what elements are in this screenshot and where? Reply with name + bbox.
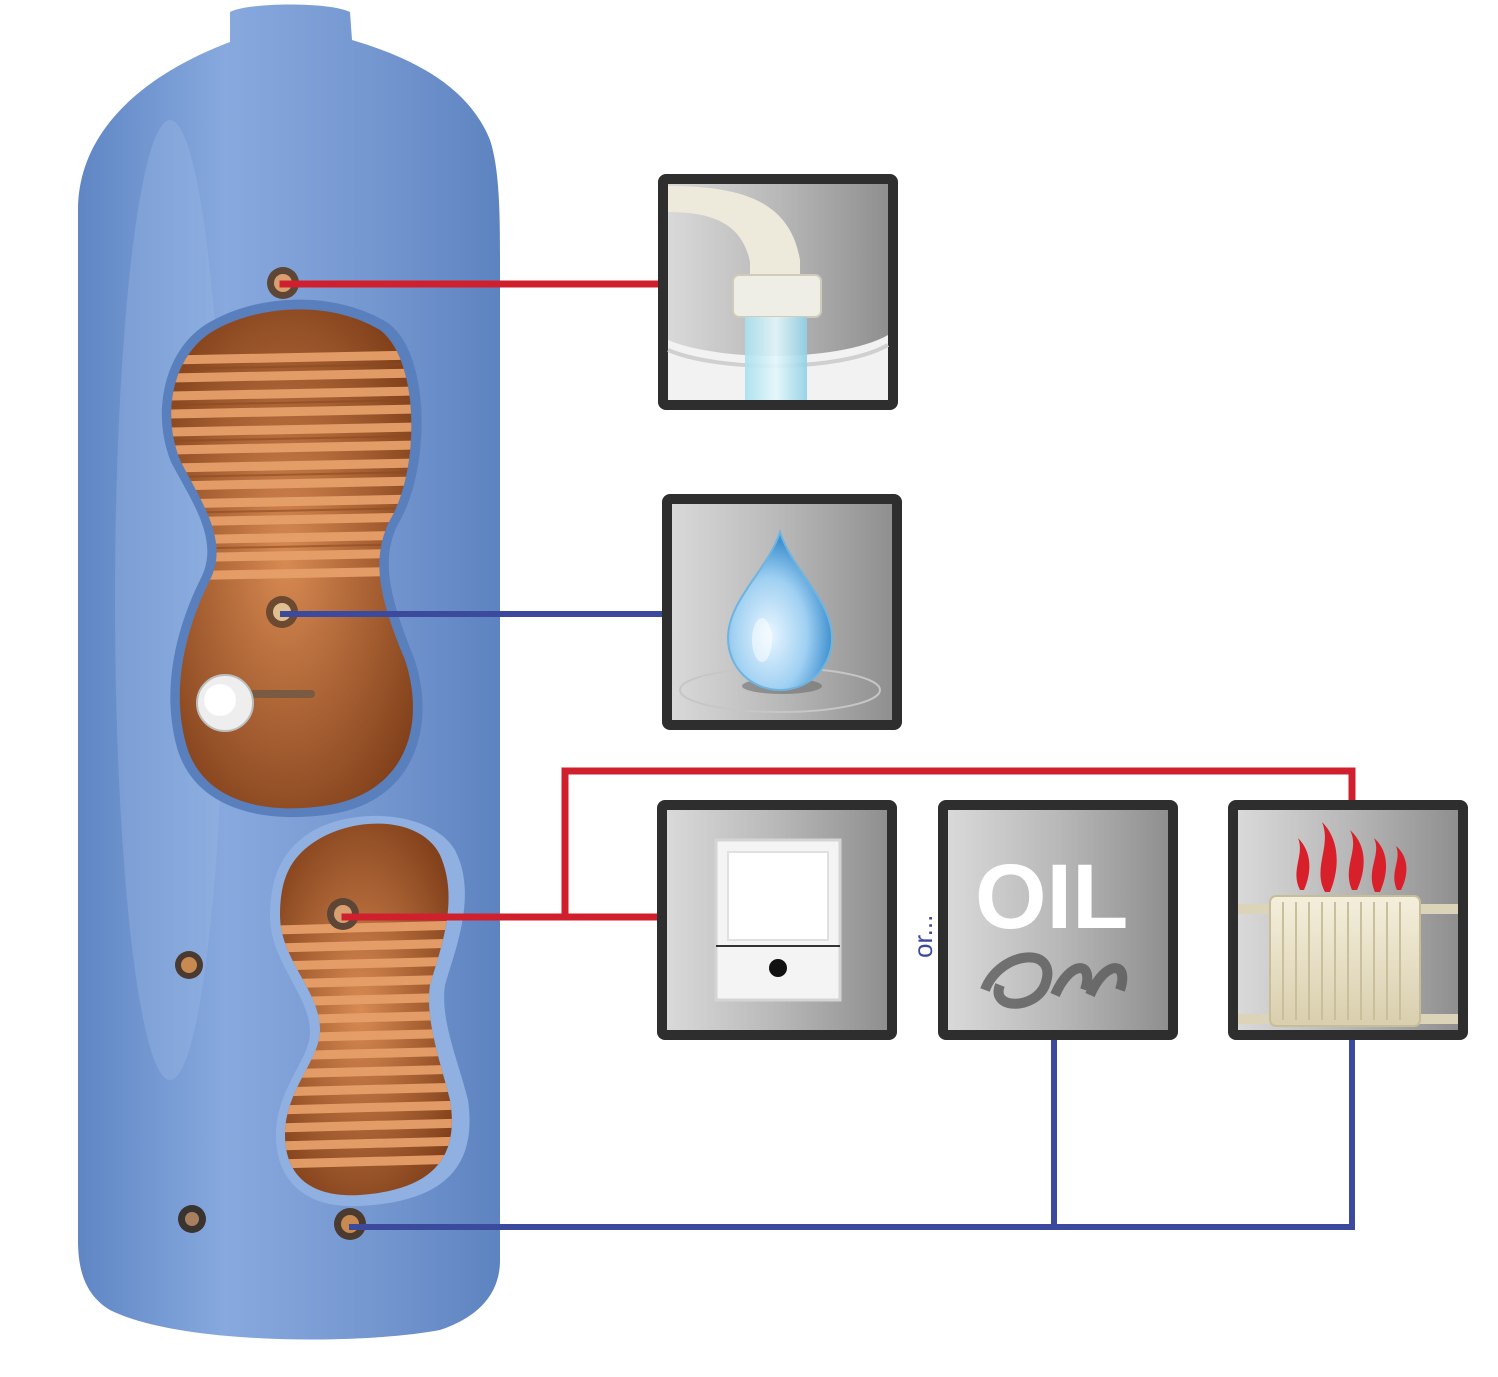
lower-cutaway <box>270 815 470 1207</box>
oil-tile: OIL <box>938 800 1178 1040</box>
oil-text: OIL <box>975 846 1128 948</box>
upper-cutaway <box>161 299 423 818</box>
hot-pipe-radiator <box>561 767 1356 921</box>
heat-flames-icon <box>1296 822 1407 892</box>
oil-icon: OIL <box>975 846 1128 1009</box>
oil-reflection <box>980 952 1128 1009</box>
cold-pipe-return <box>349 1037 1355 1230</box>
port-secondary <box>175 951 203 979</box>
tap-icon <box>667 186 889 400</box>
immersion-heater-icon <box>196 674 315 732</box>
or-label: or... <box>908 915 938 958</box>
cold-pipes <box>280 611 1355 1230</box>
boiler-tile <box>657 800 897 1040</box>
radiator-icon <box>1238 822 1458 1027</box>
water-drop-icon <box>679 528 881 713</box>
tap-tile <box>658 174 898 410</box>
radiator-tile <box>1228 800 1468 1040</box>
cold-water-tile <box>662 494 902 730</box>
boiler-icon <box>714 838 842 1002</box>
port-drain <box>178 1205 206 1233</box>
hot-pipes <box>279 280 1356 921</box>
